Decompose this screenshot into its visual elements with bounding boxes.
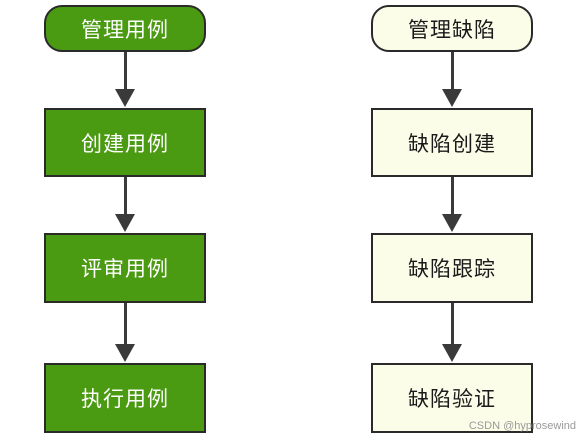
- left-step-node-1: 创建用例: [44, 108, 206, 177]
- left-start-label: 管理用例: [81, 17, 169, 42]
- right-step-node-1: 缺陷创建: [371, 108, 533, 177]
- left-arrow-2: [115, 177, 135, 232]
- right-arrow-1: [442, 52, 462, 107]
- right-arrow-3: [442, 303, 462, 362]
- left-step-node-3: 执行用例: [44, 363, 206, 433]
- left-step-label-1: 创建用例: [81, 131, 169, 156]
- right-start-label: 管理缺陷: [408, 17, 496, 42]
- right-step-label-3: 缺陷验证: [408, 387, 496, 411]
- right-start-node: 管理缺陷: [371, 5, 533, 52]
- right-step-label-2: 缺陷跟踪: [408, 257, 496, 281]
- right-step-node-2: 缺陷跟踪: [371, 233, 533, 303]
- left-arrow-1: [115, 52, 135, 107]
- left-arrow-3: [115, 303, 135, 362]
- right-arrow-2: [442, 177, 462, 232]
- left-step-node-2: 评审用例: [44, 233, 206, 303]
- left-step-label-2: 评审用例: [81, 257, 169, 281]
- right-step-label-1: 缺陷创建: [408, 131, 496, 156]
- watermark-text: CSDN @hyprosewind: [468, 420, 576, 432]
- left-step-label-3: 执行用例: [81, 387, 169, 411]
- right-step-node-3: 缺陷验证: [371, 363, 533, 433]
- left-start-node: 管理用例: [44, 5, 206, 52]
